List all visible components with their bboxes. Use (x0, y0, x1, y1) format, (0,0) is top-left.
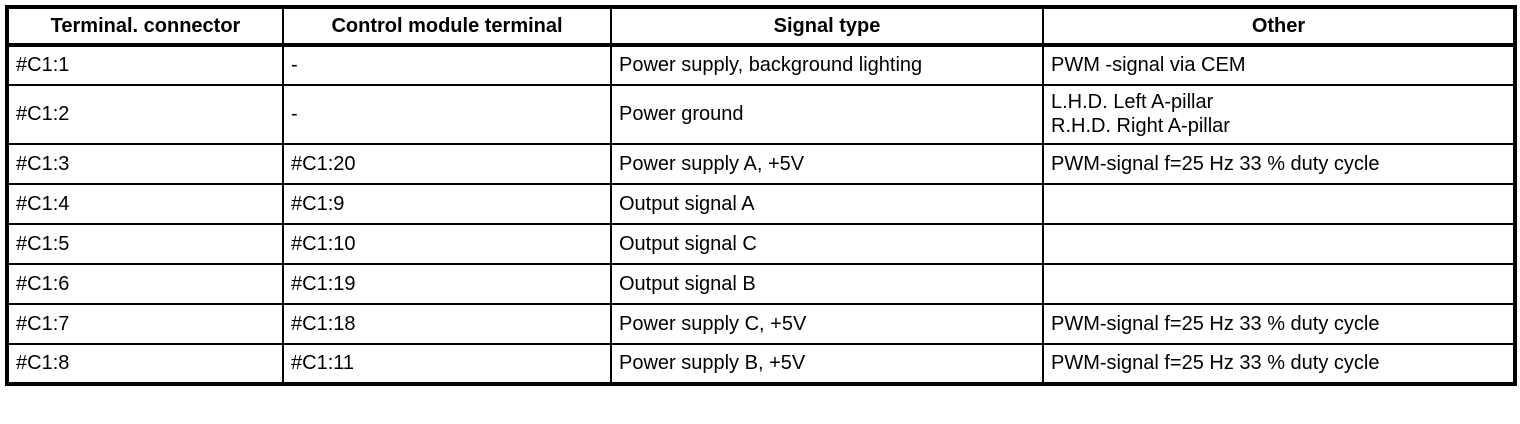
cell-signal: Power supply B, +5V (610, 342, 1044, 385)
cell-module: #C1:18 (282, 302, 612, 345)
cell-other: PWM-signal f=25 Hz 33 % duty cycle (1042, 142, 1516, 185)
cell-other (1042, 262, 1516, 305)
column-header-terminal-connector: Terminal. connector (6, 6, 284, 47)
column-header-control-module-terminal: Control module terminal (282, 6, 612, 47)
cell-other: PWM-signal f=25 Hz 33 % duty cycle (1042, 302, 1516, 345)
cell-module: - (282, 44, 612, 86)
cell-module: #C1:19 (282, 262, 612, 305)
connector-pinout-table-wrap: Terminal. connector Control module termi… (5, 5, 1517, 386)
cell-signal: Power supply C, +5V (610, 302, 1044, 345)
cell-terminal: #C1:1 (6, 44, 284, 86)
cell-other: PWM -signal via CEM (1042, 44, 1516, 86)
cell-terminal: #C1:4 (6, 182, 284, 225)
cell-other: PWM-signal f=25 Hz 33 % duty cycle (1042, 342, 1516, 385)
cell-signal: Power supply, background lighting (610, 44, 1044, 86)
cell-signal: Output signal A (610, 182, 1044, 225)
column-header-signal-type: Signal type (610, 6, 1044, 47)
cell-module: #C1:11 (282, 342, 612, 385)
header-row: Terminal. connector Control module termi… (6, 6, 1516, 47)
connector-pinout-table: Terminal. connector Control module termi… (5, 5, 1517, 386)
cell-terminal: #C1:3 (6, 142, 284, 185)
table-header: Terminal. connector Control module termi… (6, 6, 1516, 47)
cell-module: - (282, 84, 612, 145)
cell-terminal: #C1:5 (6, 222, 284, 265)
cell-signal: Output signal B (610, 262, 1044, 305)
cell-module: #C1:10 (282, 222, 612, 265)
cell-module: #C1:9 (282, 182, 612, 225)
cell-terminal: #C1:6 (6, 262, 284, 305)
column-header-other: Other (1042, 6, 1516, 47)
cell-signal: Power supply A, +5V (610, 142, 1044, 185)
cell-signal: Power ground (610, 84, 1044, 145)
cell-terminal: #C1:8 (6, 342, 284, 385)
cell-signal: Output signal C (610, 222, 1044, 265)
cell-terminal: #C1:2 (6, 84, 284, 145)
cell-module: #C1:20 (282, 142, 612, 185)
cell-other (1042, 182, 1516, 225)
cell-other (1042, 222, 1516, 265)
cell-terminal: #C1:7 (6, 302, 284, 345)
